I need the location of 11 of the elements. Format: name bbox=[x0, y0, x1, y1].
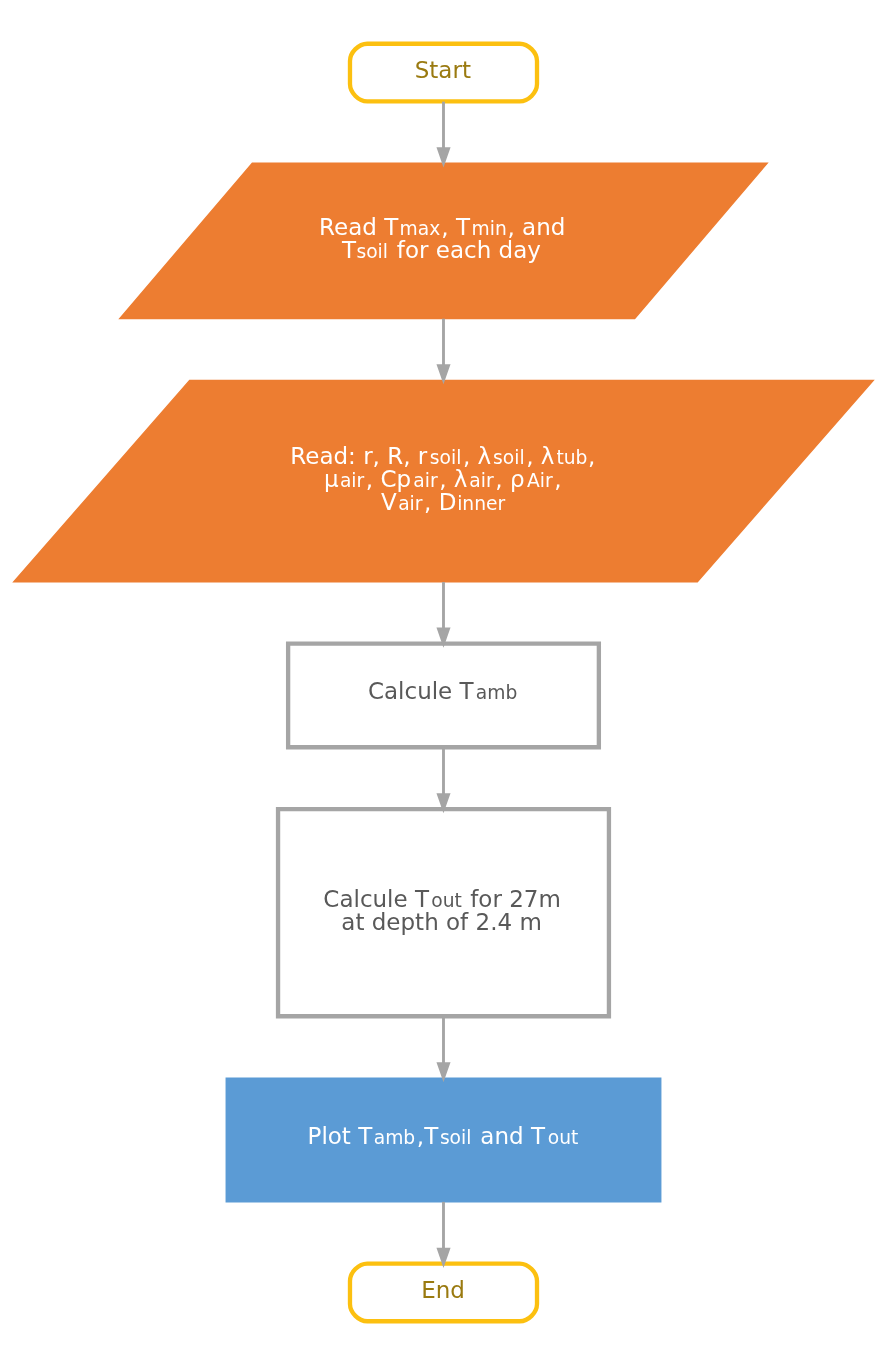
arrow bbox=[436, 747, 451, 814]
node-box: Start bbox=[347, 41, 540, 104]
node-box: Calcule Tout for 27m at depth of 2.4 m bbox=[275, 806, 612, 1019]
node-box: Plot Tamb,Tsoil and Tout bbox=[225, 1077, 662, 1203]
node-box: Calcule Tamb bbox=[285, 641, 601, 750]
arrow bbox=[436, 582, 451, 648]
arrow bbox=[436, 1016, 451, 1083]
arrow bbox=[436, 101, 451, 168]
node-box: End bbox=[347, 1261, 540, 1324]
arrow bbox=[436, 1201, 451, 1268]
arrow bbox=[436, 318, 451, 385]
